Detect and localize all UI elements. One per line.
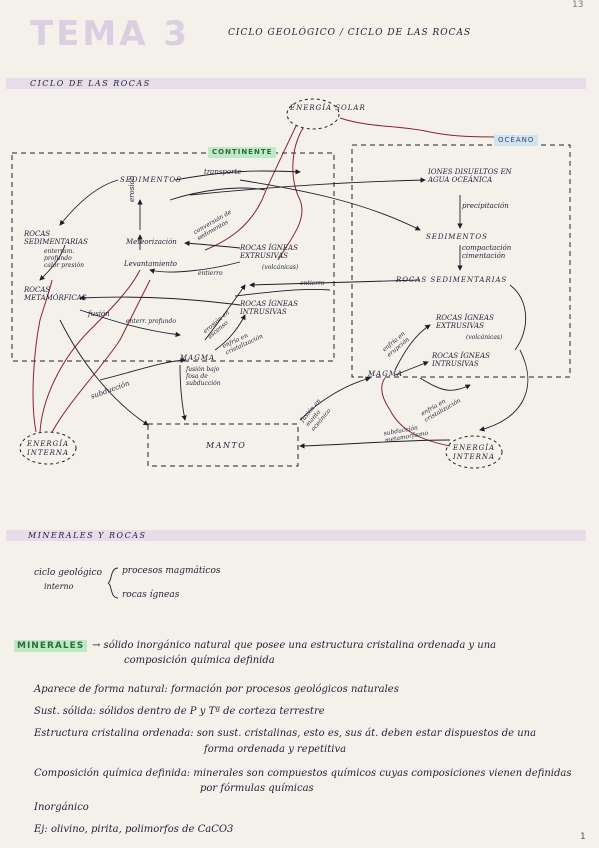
rock-cycle-diagram: [11, 98, 571, 469]
energia-solar-ellipse: [286, 98, 340, 130]
label-levantamiento: Levantamiento: [124, 260, 177, 268]
internal-line-1: [39, 269, 141, 433]
label-entierro-oceano: entierro: [300, 280, 325, 287]
label-transporte: transporte: [204, 168, 242, 176]
minerales-item-4: Composición química definida: minerales …: [34, 768, 572, 779]
solar-line-1: [277, 127, 304, 261]
label-energia-solar: ENERGÍA SOLAR: [290, 104, 366, 112]
label-rocas-igneas-extrusivas-oceano: ROCAS ÍGNEAS EXTRUSIVAS: [436, 314, 494, 330]
label-rocas-igneas-intrusivas-oceano: ROCAS ÍGNEAS INTRUSIVAS: [432, 352, 490, 368]
ciclo-geologico-label: ciclo geológico: [34, 568, 103, 578]
label-fusion: fusión: [88, 310, 110, 318]
label-rocas-metamorficas: ROCAS METAMÓRFICAS: [24, 286, 87, 302]
solar-line-2: [204, 125, 297, 251]
ocean-box: [351, 144, 571, 378]
label-rocas-sedimentarias: ROCAS SEDIMENTARIAS: [24, 230, 88, 246]
label-volcanicas-oceano: (volcánicas): [466, 334, 503, 341]
label-rocas-igneas-extrusivas: ROCAS ÍGNEAS EXTRUSIVAS: [240, 244, 298, 260]
internal-line-3: [32, 279, 53, 433]
label-sedimentos: SEDIMENTOS: [120, 176, 182, 184]
label-rocas-sedimentarias-oceano: ROCAS SEDIMENTARIAS: [396, 276, 508, 284]
section-bar-2: [6, 530, 586, 541]
minerales-item-2: Sust. sólida: sólidos dentro de P y Tª d…: [34, 706, 325, 717]
energia-interna-left-ellipse: [19, 431, 77, 465]
label-enterr-profundo: enterr. profundo: [126, 318, 176, 325]
minerales-item-4b: por fórmulas químicas: [200, 783, 314, 794]
section-heading-ciclo: CICLO DE LAS ROCAS: [30, 79, 151, 88]
label-enterramiento: enterram. profundo calor presión: [44, 248, 84, 269]
minerales-item-3b: forma ordenada y repetitiva: [204, 744, 347, 755]
branch-brace: [107, 567, 119, 599]
minerales-label: MINERALES: [14, 640, 88, 652]
internal-line-right: [381, 377, 451, 447]
continent-box: [11, 152, 335, 362]
label-energia-interna-left: ENERGÍA INTERNA: [26, 440, 70, 457]
label-volcanicas: (volcánicas): [262, 264, 299, 271]
label-meteorizacion: Meteorización: [126, 238, 177, 246]
solar-line-3: [339, 117, 521, 139]
label-precipitacion: precipitación: [462, 202, 509, 210]
label-rocas-igneas-intrusivas: ROCAS ÍGNEAS INTRUSIVAS: [240, 300, 298, 316]
corner-mark: 13: [572, 0, 584, 10]
label-magma: MAGMA: [180, 354, 216, 362]
branch-rocas-igneas: rocas ígneas: [122, 590, 180, 600]
label-manto: MANTO: [206, 441, 247, 450]
manto-box: [147, 423, 299, 467]
page-title: TEMA 3: [30, 14, 191, 54]
label-erosion: erosión: [128, 175, 136, 202]
minerales-item-3: Estructura cristalina ordenada: son sust…: [34, 728, 537, 739]
label-entierro: entierro: [198, 270, 223, 277]
label-energia-interna-right: ENERGÍA INTERNA: [452, 444, 496, 461]
label-compactacion: compactación cimentación: [462, 244, 512, 260]
internal-line-2: [51, 279, 151, 433]
energia-interna-right-ellipse: [445, 435, 503, 469]
branch-procesos-magmaticos: procesos magmáticos: [122, 566, 221, 576]
section-bar: [6, 78, 586, 89]
label-continente: CONTINENTE: [208, 147, 277, 158]
minerales-item-1: Aparece de forma natural: formación por …: [34, 684, 399, 695]
label-oceano: OCÉANO: [494, 135, 539, 146]
page-number: 1: [580, 832, 586, 842]
interno-label: interno: [44, 582, 74, 591]
label-fusion-bajo: fusión bajo fosa de subducción: [186, 366, 221, 387]
minerales-definition-1: → sólido inorgánico natural que posee un…: [92, 640, 497, 651]
label-magma-oceano: MAGMA: [368, 370, 404, 378]
label-iones: IONES DISUELTOS EN AGUA OCEÁNICA: [428, 168, 512, 184]
minerales-definition-2: composición química definida: [124, 655, 275, 666]
section-heading-minerales-rocas: MINERALES Y ROCAS: [28, 531, 147, 540]
label-sedimentos-oceano: SEDIMENTOS: [426, 233, 488, 241]
page-subtitle: CICLO GEOLÓGICO / CICLO DE LAS ROCAS: [228, 28, 472, 38]
minerales-item-5: Inorgánico: [34, 802, 89, 813]
minerales-item-6: Ej: olivino, pirita, polimorfos de CaCO3: [34, 824, 234, 835]
